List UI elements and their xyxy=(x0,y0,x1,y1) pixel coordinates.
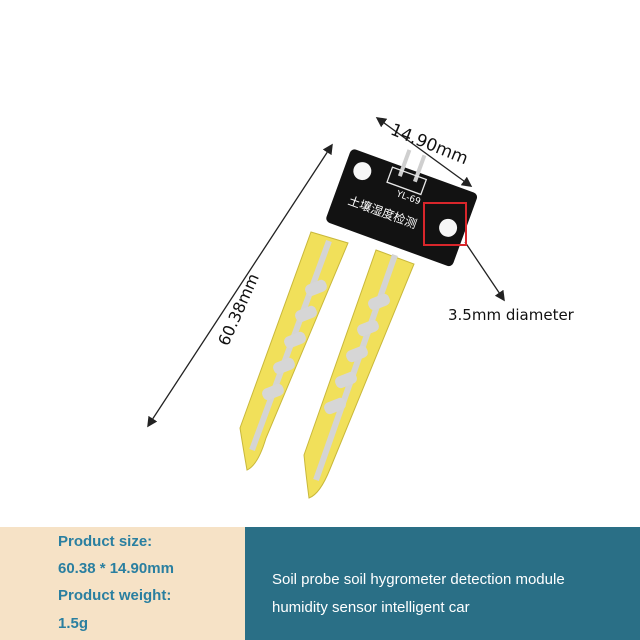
pcb-head: YL-69 土壤湿度检测 xyxy=(326,149,478,267)
mounting-hole-icon xyxy=(353,162,372,181)
info-band: Product size: 60.38 * 14.90mm Product we… xyxy=(0,527,640,640)
description-panel xyxy=(245,527,640,640)
size-value: 60.38 * 14.90mm xyxy=(58,560,174,577)
weight-label: Product weight: xyxy=(58,587,172,604)
mounting-hole-icon xyxy=(439,218,458,237)
description-line-2: humidity sensor intelligent car xyxy=(272,599,470,616)
hole-highlight-box xyxy=(423,202,467,246)
length-dimension-line xyxy=(147,143,333,428)
width-dimension-line xyxy=(375,116,473,188)
right-trace xyxy=(313,254,398,481)
weight-value: 1.5g xyxy=(58,615,89,632)
size-label: Product size: xyxy=(58,533,153,550)
specs-panel xyxy=(0,527,245,640)
hole-dimension-label: 3.5mm diameter xyxy=(448,306,574,324)
hole-callout-line xyxy=(464,241,505,302)
left-trace xyxy=(249,239,332,452)
description-line-1: Soil probe soil hygrometer detection mod… xyxy=(272,571,565,588)
